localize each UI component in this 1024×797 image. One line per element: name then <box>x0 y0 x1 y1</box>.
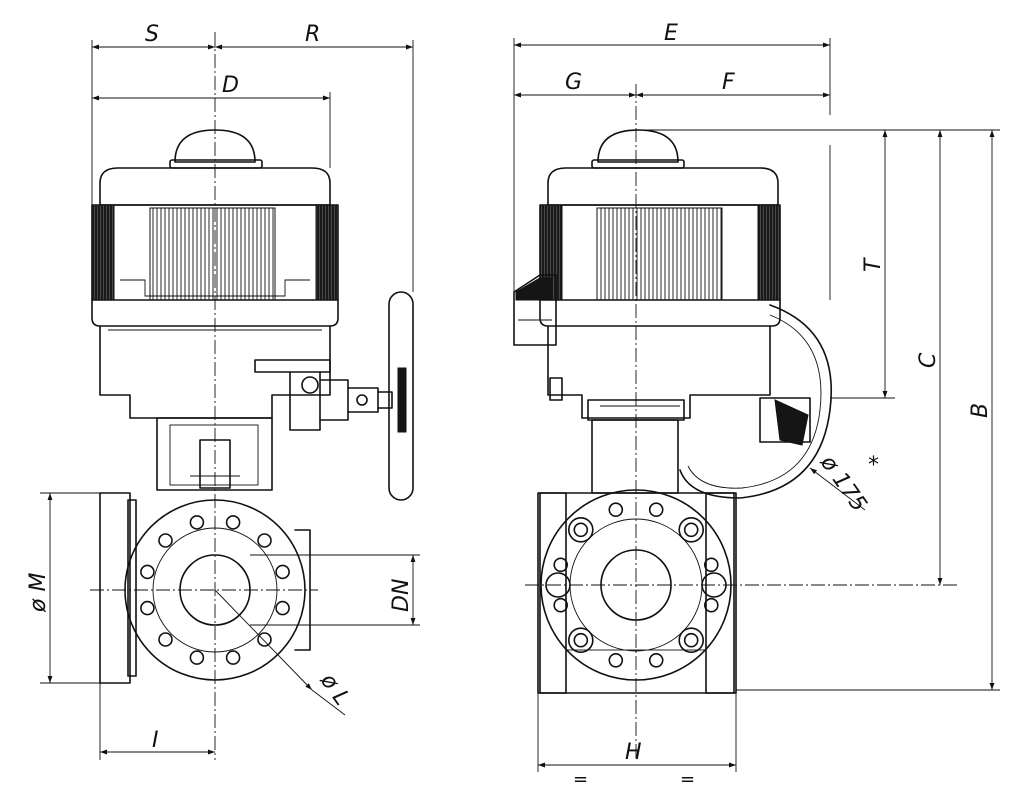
actuator-cover <box>539 167 781 327</box>
bolt-hole <box>225 515 241 530</box>
bolt-hole <box>648 652 664 668</box>
valve-body-side <box>537 489 737 694</box>
bolt-hole <box>553 557 569 573</box>
label-F: F <box>722 70 735 95</box>
indicator-dome <box>591 129 685 169</box>
side-view <box>513 129 832 694</box>
label-asterisk: * <box>868 453 879 478</box>
bolt-hole <box>703 597 719 613</box>
label-T: T <box>861 257 886 272</box>
bolt-hole <box>257 632 272 647</box>
manual-override-gear <box>254 291 414 501</box>
label-R: R <box>305 22 320 47</box>
valve-body-front <box>99 492 311 684</box>
bolt-head <box>678 516 705 543</box>
bolt-hole <box>158 533 173 548</box>
handwheel-side <box>679 304 832 499</box>
bolt-hole <box>608 502 624 518</box>
indicator-dome <box>169 129 263 169</box>
label-equal-right: = <box>680 769 695 790</box>
bolt-hole <box>275 564 290 580</box>
label-equal-left: = <box>573 769 588 790</box>
label-L: ø L <box>315 668 355 710</box>
mounting-bracket <box>156 417 273 491</box>
label-I: I <box>152 728 159 753</box>
front-view <box>91 129 414 684</box>
bolt-hole <box>553 597 569 613</box>
label-M: ø M <box>26 573 51 613</box>
bolt-hole <box>703 557 719 573</box>
center-lines <box>90 32 960 760</box>
label-E: E <box>664 21 678 46</box>
actuator-body <box>547 325 771 419</box>
bolt-hole <box>189 515 205 530</box>
bolt-hole <box>683 522 699 538</box>
label-B: B <box>968 403 993 418</box>
cable-gland <box>513 274 557 346</box>
bolt-hole <box>225 650 241 665</box>
flange-bolt-holes <box>140 515 290 665</box>
bolt-hole <box>608 652 624 668</box>
bolt-head <box>678 627 705 654</box>
label-handwheel-diameter: ø 175 <box>815 450 872 516</box>
bolt-hole <box>648 502 664 518</box>
label-C: C <box>916 352 941 368</box>
bolt-hole <box>257 533 272 548</box>
label-DN: DN <box>389 579 414 612</box>
bolt-hole <box>158 632 173 647</box>
bolt-hole <box>189 650 205 665</box>
label-H: H <box>625 740 642 765</box>
dimension-text: S R D E G F T C B ø M DN ø L I H ø 175 *… <box>26 21 993 790</box>
label-G: G <box>565 70 582 95</box>
bolt-hole <box>275 600 290 616</box>
label-S: S <box>145 22 159 47</box>
actuator-cover <box>91 167 339 327</box>
dimension-lines <box>40 38 1000 772</box>
bolt-hole <box>140 600 155 616</box>
bolt-head <box>567 627 594 654</box>
label-D: D <box>222 73 239 98</box>
bolt-hole <box>573 632 589 648</box>
bolt-hole <box>683 632 699 648</box>
bolt-hole <box>140 564 155 580</box>
bolt-head <box>567 516 594 543</box>
bolt-hole <box>573 522 589 538</box>
